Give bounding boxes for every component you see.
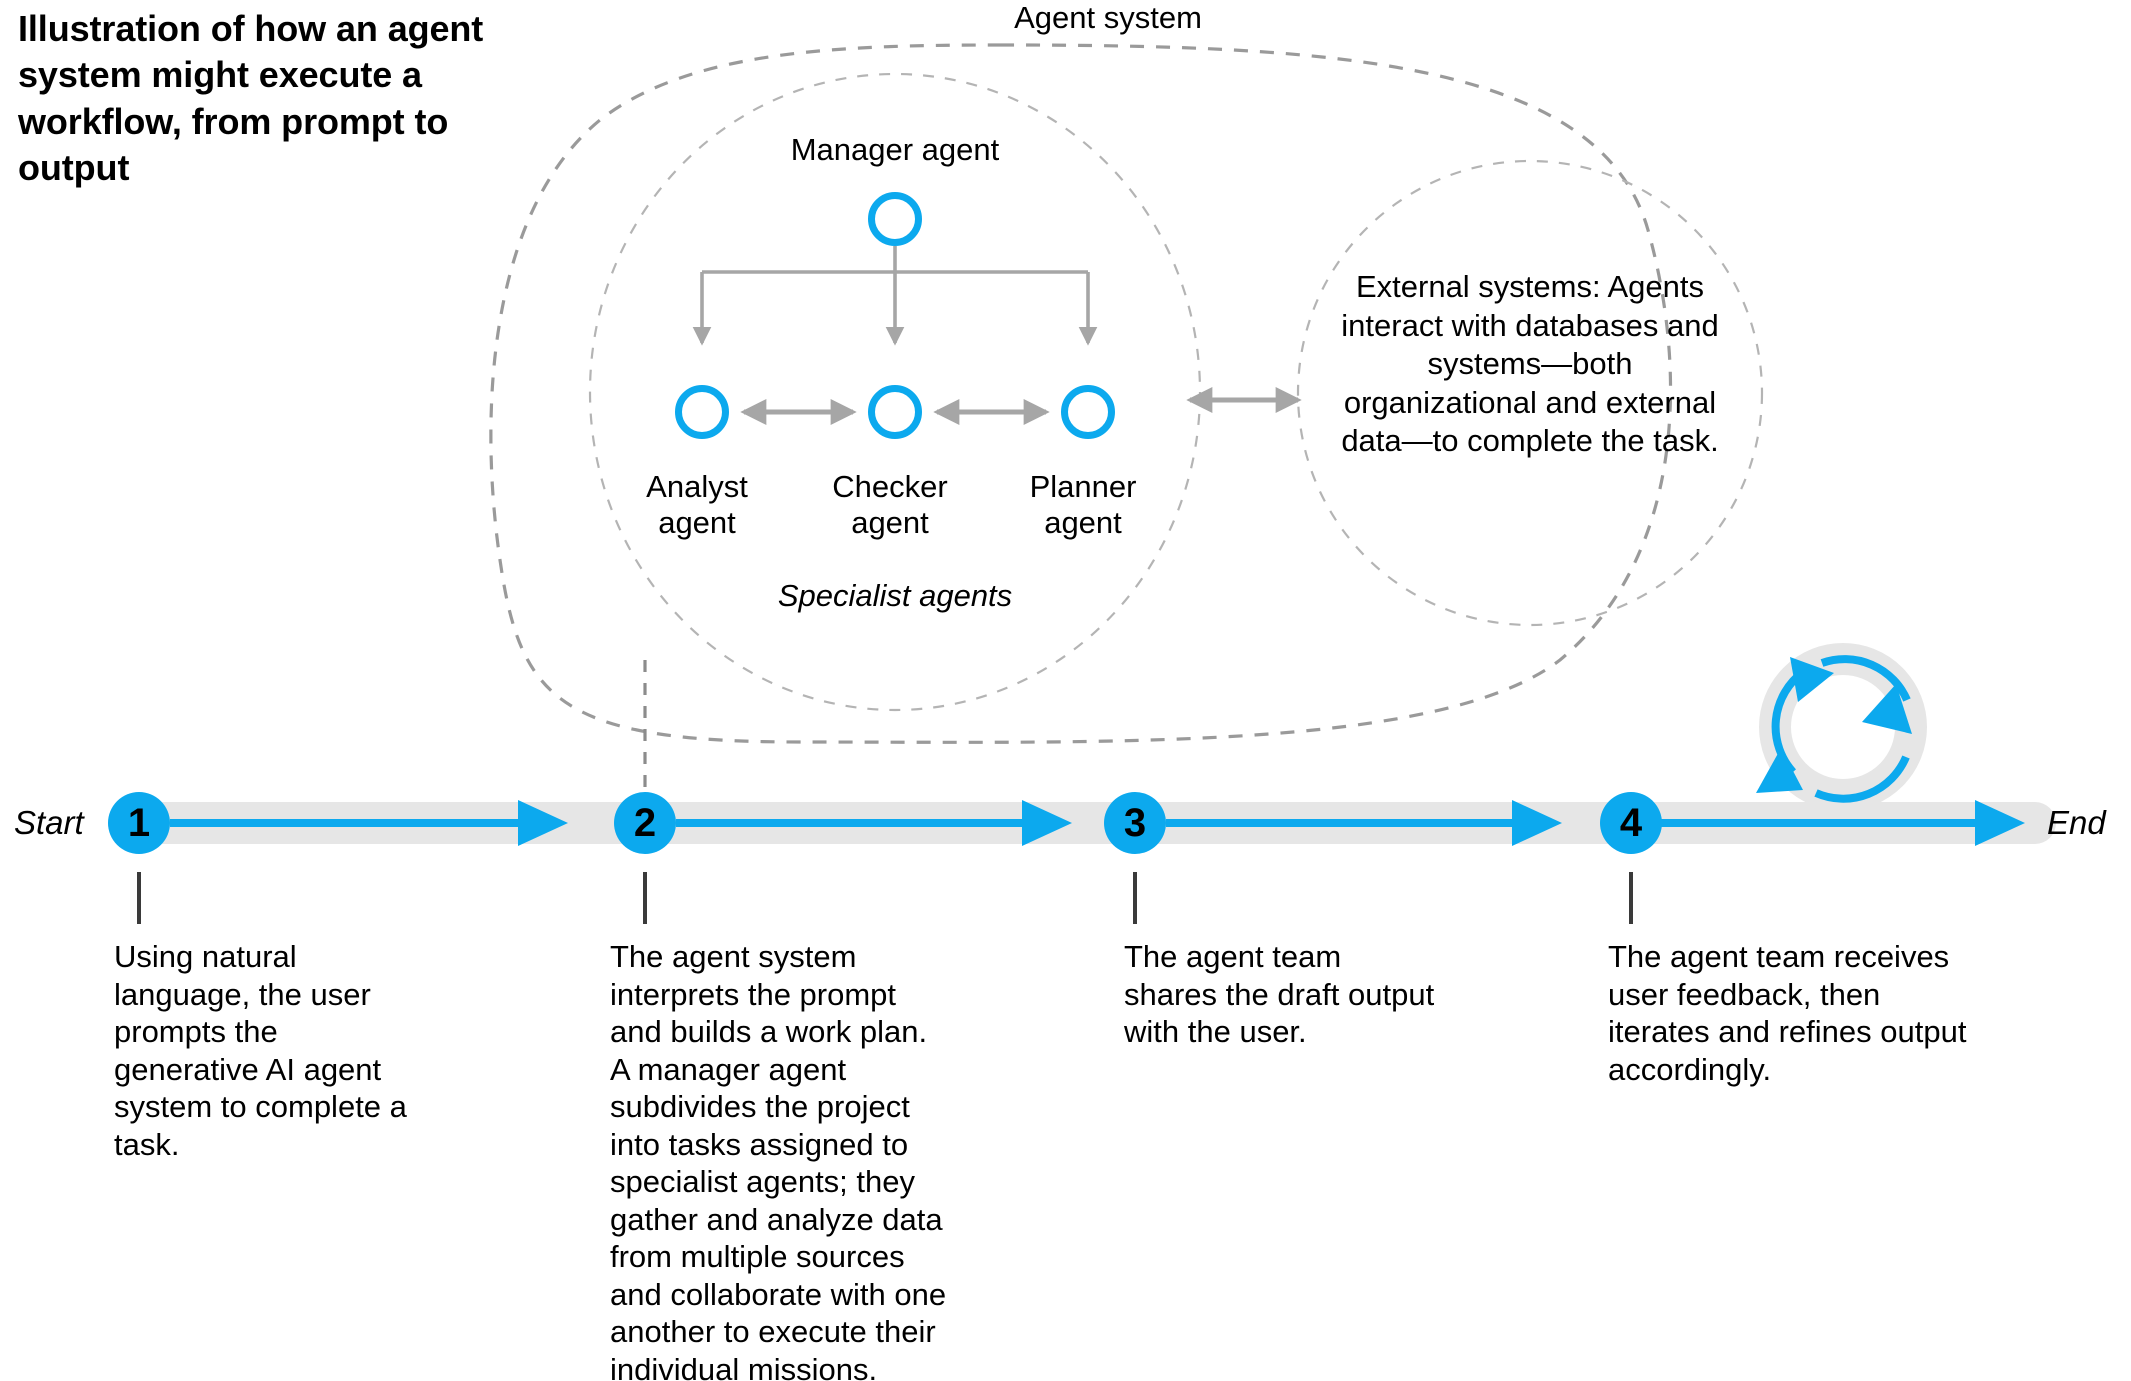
external-systems-description: External systems: Agents interact with d… (1341, 269, 1719, 459)
iteration-loop-icon (1756, 643, 1927, 811)
step-caption-3: The agent team shares the draft output w… (1124, 939, 1435, 1049)
step-caption-1: Using natural language, the user prompts… (114, 939, 407, 1162)
agent-system-boundary-label: Agent system (1014, 0, 1202, 35)
step-node-1[interactable]: 1 (108, 792, 170, 854)
checker-agent-label: Checker agent (832, 469, 948, 540)
step-node-2[interactable]: 2 (614, 792, 676, 854)
analyst-agent-label: Analyst agent (646, 469, 748, 540)
step-node-3[interactable]: 3 (1104, 792, 1166, 854)
timeline-segments (170, 800, 2025, 846)
checker-agent-icon (868, 385, 922, 439)
analyst-agent-icon (675, 385, 729, 439)
specialist-agents-label: Specialist agents (777, 578, 1013, 613)
step-node-4[interactable]: 4 (1600, 792, 1662, 854)
planner-agent-icon (1061, 385, 1115, 439)
manager-to-specialists-connectors (692, 246, 1098, 346)
timeline-end-label: End (2047, 804, 2106, 841)
timeline-track (108, 802, 2056, 844)
step-caption-2: The agent system interprets the prompt a… (610, 939, 947, 1381)
timeline-start-label: Start (14, 804, 84, 841)
manager-agent-icon (868, 192, 922, 246)
page-title: Illustration of how an agent system migh… (18, 8, 484, 188)
step-caption-ticks (137, 872, 1633, 924)
planner-agent-label: Planner agent (1029, 469, 1137, 540)
manager-agent-label: Manager agent (790, 132, 1000, 167)
step-caption-4: The agent team receives user feedback, t… (1608, 939, 1967, 1087)
